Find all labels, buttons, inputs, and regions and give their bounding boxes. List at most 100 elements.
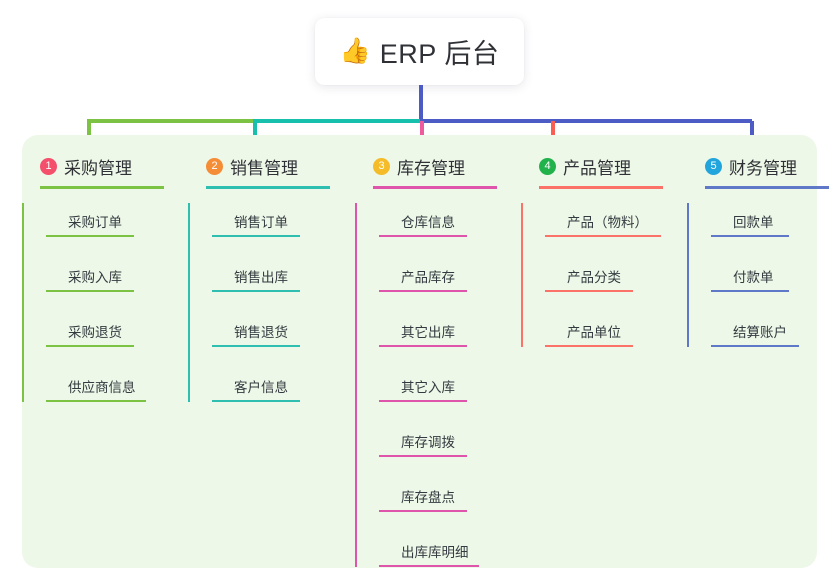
branch-spine <box>188 203 190 402</box>
branch-item[interactable]: 付款单 <box>711 258 797 313</box>
branch-item-underline <box>379 235 467 237</box>
root-vertical-connector <box>419 85 423 121</box>
branch-item-list-1: 采购订单采购入库采购退货供应商信息 <box>22 203 146 423</box>
branch-drop-connector-5 <box>750 121 754 140</box>
branch-item-label: 客户信息 <box>234 380 288 395</box>
branch-item-label: 产品（物料） <box>567 215 648 230</box>
branch-item-underline <box>379 455 467 457</box>
branch-item-underline <box>212 235 300 237</box>
branch-header-1[interactable]: 1 采购管理 <box>22 146 164 189</box>
branch-title-label: 销售管理 <box>230 158 298 178</box>
branch-item-underline <box>46 400 146 402</box>
branch-item-label: 销售订单 <box>234 215 288 230</box>
branch-item-label: 供应商信息 <box>68 380 136 395</box>
branch-item-label: 采购退货 <box>68 325 122 340</box>
branch-title-label: 财务管理 <box>729 158 797 178</box>
branch-item-underline <box>212 345 300 347</box>
branch-item-label: 仓库信息 <box>401 215 455 230</box>
branch-header-2[interactable]: 2 销售管理 <box>188 146 330 189</box>
branch-index-badge: 1 <box>40 157 57 175</box>
branch-item-list-2: 销售订单销售出库销售退货客户信息 <box>188 203 300 423</box>
root-node-title: ERP 后台 <box>379 39 500 69</box>
branch-item-underline <box>711 290 789 292</box>
branch-header-4[interactable]: 4 产品管理 <box>521 146 663 189</box>
branch-item-label: 付款单 <box>733 270 774 285</box>
branch-title-label: 库存管理 <box>397 158 465 178</box>
branch-underline <box>539 186 663 189</box>
branch-item[interactable]: 结算账户 <box>711 313 799 368</box>
branch-drop-connector-4 <box>551 121 555 140</box>
branch-index-badge: 4 <box>539 157 556 175</box>
branch-item-underline <box>46 345 134 347</box>
branch-title-label: 产品管理 <box>563 158 631 178</box>
branch-item[interactable]: 产品单位 <box>545 313 633 368</box>
branch-column-4: 4 产品管理产品（物料） 产品分类产品单位 <box>521 146 663 368</box>
horizontal-connector-segment-3 <box>420 119 752 123</box>
branch-item[interactable]: 出库库明细 <box>379 533 479 588</box>
branch-underline <box>206 186 330 189</box>
branch-item[interactable]: 库存盘点 <box>379 478 467 533</box>
branch-underline <box>40 186 164 189</box>
branch-item[interactable]: 销售退货 <box>212 313 300 368</box>
branch-spine <box>687 203 689 347</box>
branch-item-label: 产品分类 <box>567 270 621 285</box>
horizontal-connector-segment-2 <box>253 119 421 123</box>
branch-drop-connector-1 <box>87 121 91 140</box>
branch-item-label: 采购订单 <box>68 215 122 230</box>
branch-item-label: 产品单位 <box>567 325 621 340</box>
branch-item-underline <box>711 235 789 237</box>
root-node-card[interactable]: 👍 ERP 后台 <box>315 18 524 85</box>
branch-spine <box>22 203 24 402</box>
branch-item[interactable]: 客户信息 <box>212 368 300 423</box>
branch-title-label: 采购管理 <box>64 158 132 178</box>
branch-item[interactable]: 其它入库 <box>379 368 467 423</box>
branch-item[interactable]: 库存调拨 <box>379 423 467 478</box>
branch-item[interactable]: 产品（物料） <box>545 203 661 258</box>
branch-item-list-5: 回款单付款单结算账户 <box>687 203 799 368</box>
branch-item-label: 产品库存 <box>401 270 455 285</box>
branch-item-label: 库存调拨 <box>401 435 455 450</box>
branch-item[interactable]: 其它出库 <box>379 313 467 368</box>
branch-index-badge: 2 <box>206 157 223 175</box>
branch-item[interactable]: 采购订单 <box>46 203 134 258</box>
branch-item[interactable]: 供应商信息 <box>46 368 146 423</box>
root-node-content: 👍 ERP 后台 <box>340 32 500 71</box>
branch-item-underline <box>46 290 134 292</box>
branch-item-underline <box>379 400 467 402</box>
branch-index-badge: 3 <box>373 157 390 175</box>
branch-index-badge: 5 <box>705 157 722 175</box>
branch-item[interactable]: 产品库存 <box>379 258 467 313</box>
branch-header-5[interactable]: 5 财务管理 <box>687 146 829 189</box>
branch-item[interactable]: 销售出库 <box>212 258 300 313</box>
branch-panel <box>22 135 817 568</box>
branch-drop-connector-2 <box>253 121 257 140</box>
branch-item[interactable]: 回款单 <box>711 203 797 258</box>
branch-item-underline <box>545 345 633 347</box>
branch-header-3[interactable]: 3 库存管理 <box>355 146 497 189</box>
branch-column-1: 1 采购管理采购订单采购入库采购退货供应商信息 <box>22 146 164 423</box>
branch-item-underline <box>711 345 799 347</box>
branch-item-underline <box>379 345 467 347</box>
branch-item[interactable]: 产品分类 <box>545 258 633 313</box>
branch-underline <box>705 186 829 189</box>
branch-item-underline <box>379 565 479 567</box>
branch-item[interactable]: 采购入库 <box>46 258 134 313</box>
branch-item-label: 回款单 <box>733 215 774 230</box>
branch-item[interactable]: 采购退货 <box>46 313 134 368</box>
branch-drop-connector-3 <box>420 121 424 140</box>
branch-item-underline <box>379 510 467 512</box>
branch-item-label: 出库库明细 <box>401 545 469 560</box>
branch-item-label: 库存盘点 <box>401 490 455 505</box>
branch-item-label: 采购入库 <box>68 270 122 285</box>
branch-item[interactable]: 销售订单 <box>212 203 300 258</box>
branch-item-label: 销售出库 <box>234 270 288 285</box>
branch-item-label: 其它出库 <box>401 325 455 340</box>
branch-item-label: 其它入库 <box>401 380 455 395</box>
branch-item-underline <box>545 235 661 237</box>
branch-item-list-4: 产品（物料） 产品分类产品单位 <box>521 203 661 368</box>
branch-item[interactable]: 仓库信息 <box>379 203 467 258</box>
horizontal-connector-segment-1 <box>87 119 254 123</box>
branch-item-underline <box>379 290 467 292</box>
branch-spine <box>355 203 357 567</box>
